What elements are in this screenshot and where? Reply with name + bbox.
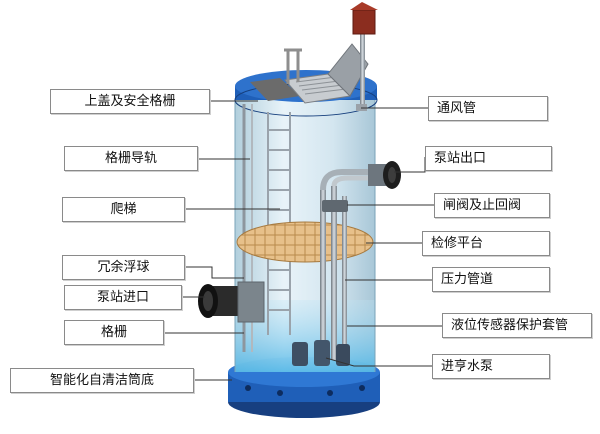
inlet-pipe-graphic [198, 281, 265, 323]
label-station-inlet: 泵站进口 [64, 285, 182, 310]
outlet-flange [368, 161, 401, 189]
label-gate-check-valve: 闸阀及止回阀 [434, 193, 550, 218]
label-top-cover: 上盖及安全格栅 [50, 89, 210, 114]
label-submersible-pump: 进亨水泵 [432, 354, 550, 379]
pipework [320, 161, 401, 360]
label-station-outlet: 泵站出口 [425, 146, 552, 171]
maintenance-platform-graphic [236, 221, 374, 263]
label-maintenance-platform: 检修平台 [422, 231, 550, 256]
label-level-sensor-sleeve: 液位传感器保护套管 [442, 313, 592, 338]
label-pressure-pipe: 压力管道 [432, 267, 550, 292]
label-self-cleaning-bottom: 智能化自清洁筒底 [10, 368, 194, 393]
label-ladder: 爬梯 [62, 197, 185, 222]
label-grille: 格栅 [64, 320, 164, 345]
label-vent-pipe: 通风管 [428, 96, 548, 121]
pumps-graphic [292, 340, 350, 366]
label-redundant-float: 冗余浮球 [62, 255, 185, 280]
top-cover-graphic [234, 43, 378, 117]
leader-lines [164, 100, 442, 381]
label-grille-rail: 格栅导轨 [64, 146, 198, 171]
